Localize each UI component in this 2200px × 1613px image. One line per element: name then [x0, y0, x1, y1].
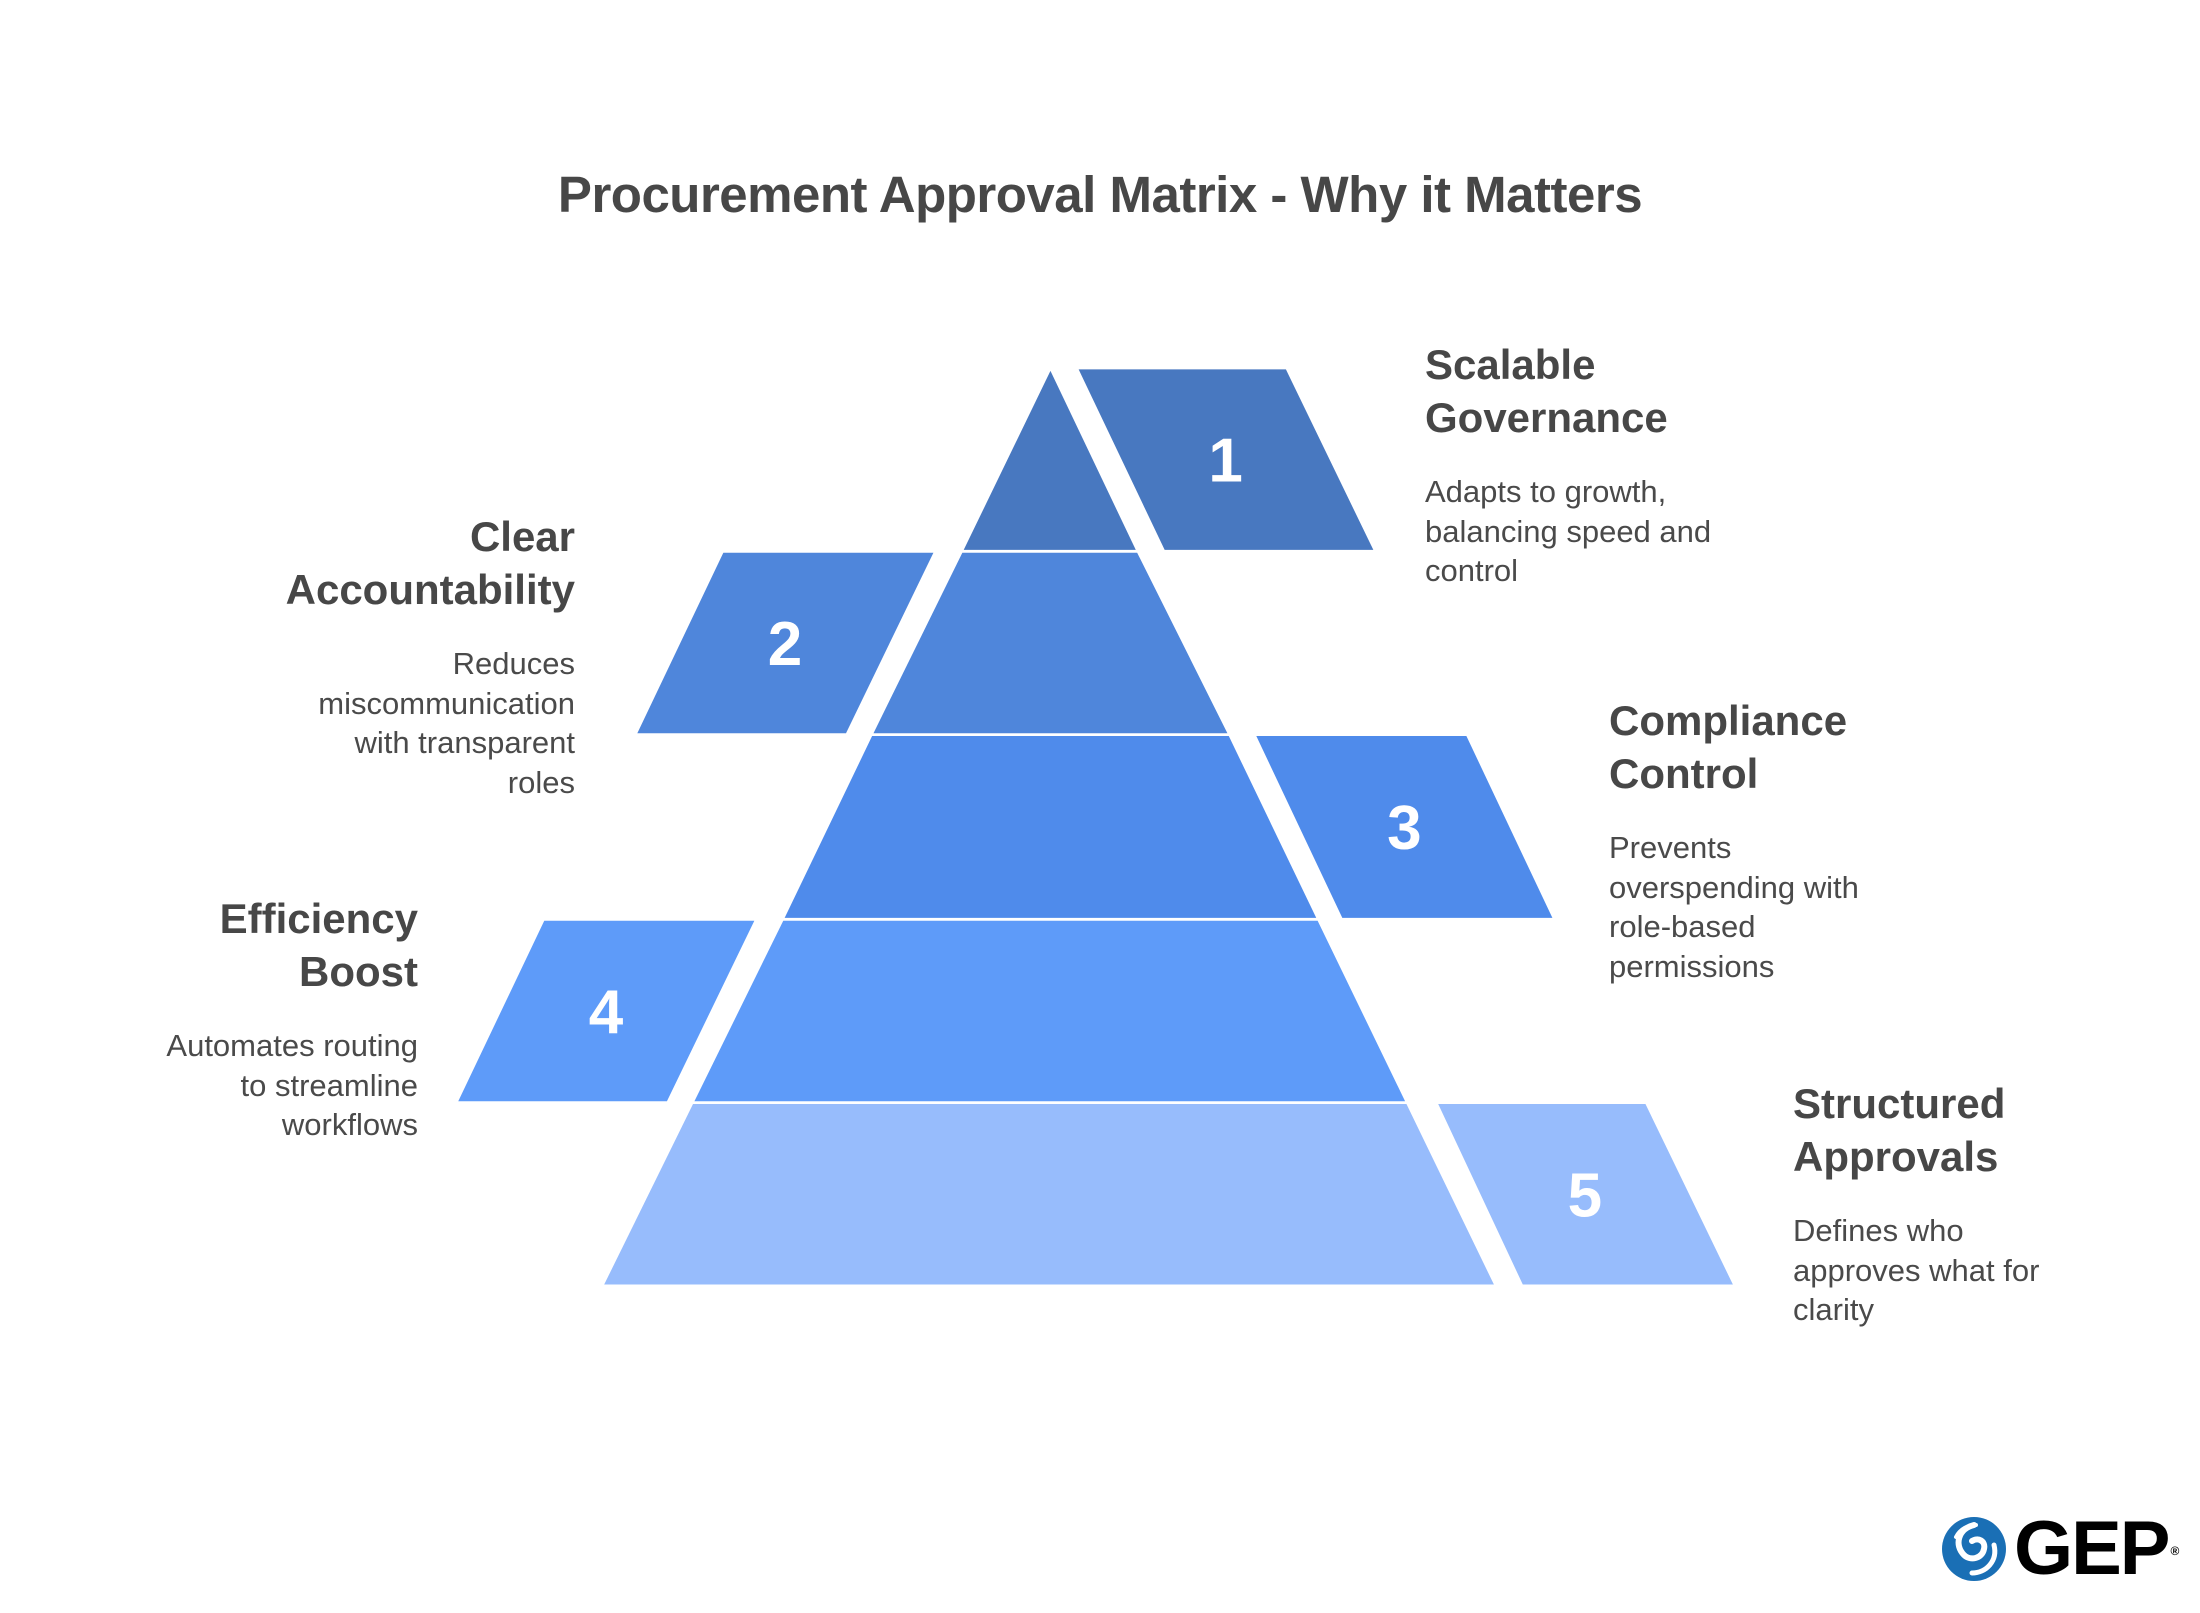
level-1-number: 1 [1208, 427, 1242, 496]
page-title: Procurement Approval Matrix - Why it Mat… [557, 166, 1643, 223]
pyramid-band-2 [873, 552, 1228, 734]
swirl-icon [1942, 1517, 2006, 1581]
level-2-number: 2 [768, 610, 802, 679]
pyramid-band-4 [694, 920, 1406, 1102]
level-3-badge [1256, 736, 1553, 918]
logo-text: GEP® [2014, 1506, 2179, 1591]
level-2-badge [637, 552, 934, 734]
level-5-badge [1438, 1104, 1733, 1285]
level-3-number: 3 [1387, 794, 1421, 863]
pyramid-band-1 [963, 370, 1136, 550]
level-1-badge [1078, 369, 1374, 550]
pyramid-band-3 [784, 736, 1317, 918]
level-4-number: 4 [589, 978, 624, 1047]
level-4-badge [458, 920, 755, 1102]
level-5-number: 5 [1568, 1161, 1602, 1230]
gep-logo: GEP® [1940, 1506, 2179, 1591]
pyramid-band-5 [604, 1104, 1494, 1285]
